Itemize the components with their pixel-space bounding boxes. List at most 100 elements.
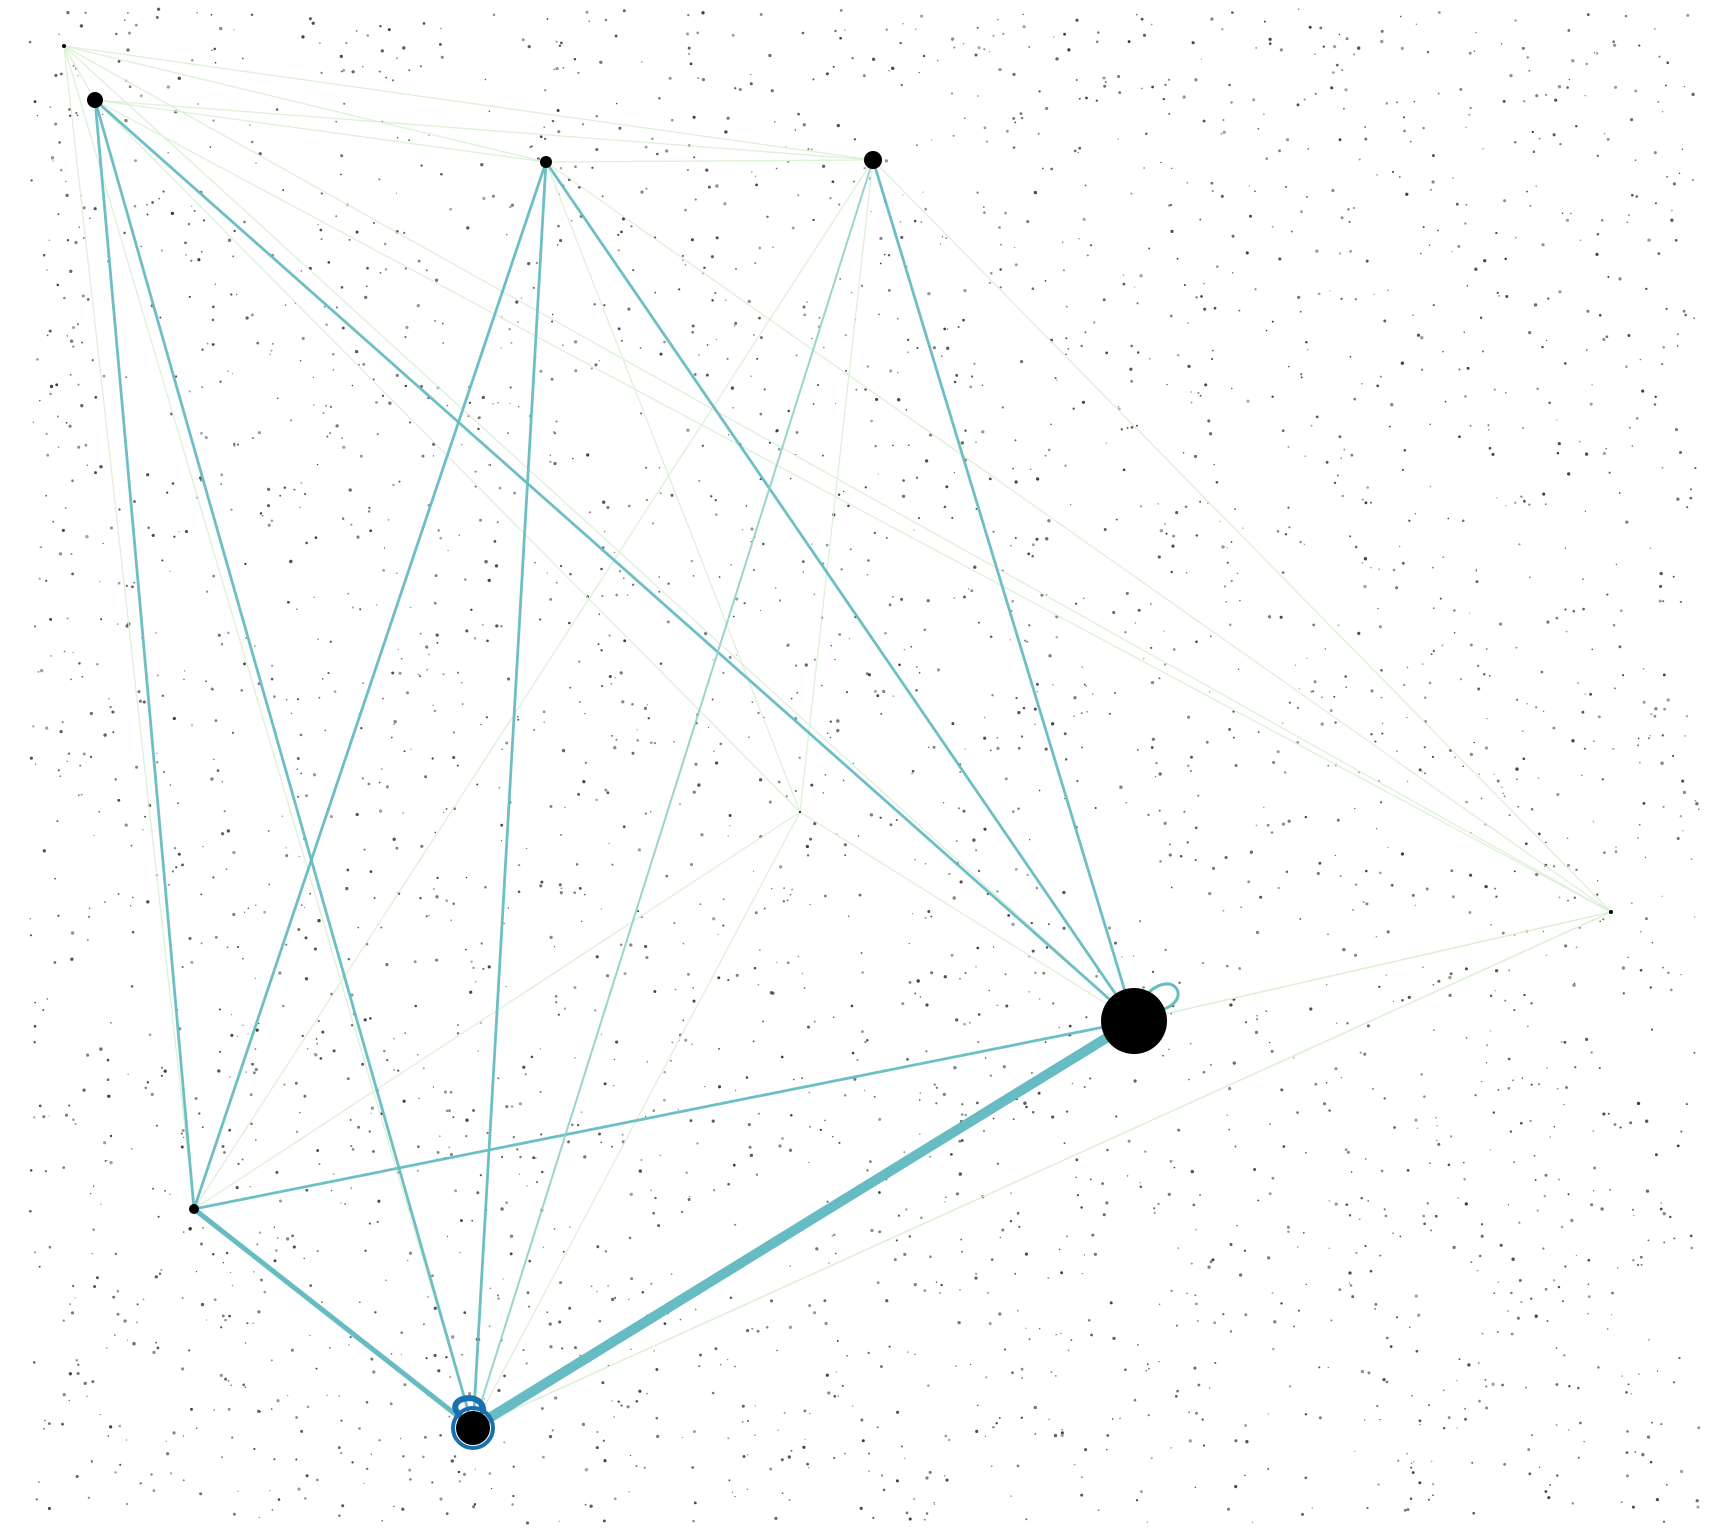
background-speck (404, 1032, 407, 1034)
background-speck (1546, 1319, 1549, 1323)
background-speck (1271, 320, 1274, 323)
background-speck (290, 712, 293, 715)
background-speck (205, 680, 207, 683)
background-speck (383, 242, 387, 246)
background-speck (1691, 92, 1695, 97)
background-speck (1313, 680, 1317, 684)
background-speck (1641, 1453, 1645, 1457)
background-speck (1118, 407, 1121, 410)
background-speck (974, 1276, 978, 1280)
background-speck (1535, 185, 1538, 188)
background-speck (1653, 28, 1656, 30)
background-speck (1129, 367, 1133, 371)
background-speck (1061, 1428, 1063, 1431)
background-speck (992, 1426, 995, 1429)
background-speck (1546, 620, 1550, 624)
background-speck (834, 402, 837, 405)
background-speck (1117, 405, 1120, 408)
background-speck (1256, 1015, 1258, 1017)
background-speck (541, 1170, 544, 1174)
background-speck (694, 198, 697, 201)
background-speck (232, 850, 236, 855)
background-speck (1675, 428, 1678, 432)
background-speck (1365, 869, 1368, 873)
background-speck (212, 758, 215, 761)
background-speck (448, 1109, 451, 1112)
background-speck (636, 739, 639, 742)
background-speck (602, 500, 606, 504)
background-speck (161, 694, 164, 697)
background-speck (1436, 1139, 1438, 1142)
background-speck (295, 1416, 298, 1419)
background-speck (260, 1278, 263, 1282)
background-speck (617, 233, 620, 236)
background-speck (1620, 1501, 1623, 1504)
background-speck (1272, 1347, 1275, 1351)
background-speck (1363, 557, 1368, 561)
background-speck (1065, 353, 1067, 356)
background-speck (1328, 1109, 1331, 1112)
background-speck (49, 384, 54, 389)
background-speck (1150, 680, 1155, 685)
background-speck (1398, 176, 1401, 178)
background-speck (1037, 132, 1040, 135)
background-speck (960, 1139, 964, 1142)
background-speck (488, 1325, 491, 1328)
background-speck (644, 812, 648, 815)
background-speck (402, 812, 404, 814)
background-speck (219, 1373, 223, 1378)
background-speck (939, 243, 942, 245)
background-speck (1334, 721, 1337, 724)
background-speck (559, 166, 563, 170)
background-speck (243, 911, 246, 913)
background-speck (435, 278, 439, 282)
background-speck (1529, 204, 1532, 207)
background-speck (267, 523, 271, 527)
background-speck (487, 965, 491, 969)
background-speck (106, 1058, 110, 1062)
background-speck (401, 1507, 405, 1511)
background-speck (271, 1509, 274, 1511)
background-speck (326, 1394, 328, 1396)
background-speck (1263, 20, 1266, 23)
background-speck (985, 140, 988, 143)
background-speck (125, 624, 129, 628)
background-speck (964, 971, 967, 975)
background-speck (405, 325, 409, 330)
background-speck (1461, 519, 1465, 523)
background-speck (58, 33, 60, 35)
background-speck (335, 306, 338, 309)
background-speck (857, 835, 860, 837)
background-speck (461, 682, 463, 684)
background-speck (1579, 1421, 1582, 1425)
background-speck (962, 318, 965, 322)
background-speck (328, 1346, 331, 1349)
background-speck (42, 253, 46, 257)
background-speck (356, 535, 360, 539)
background-speck (299, 733, 303, 737)
background-speck (224, 1377, 228, 1381)
background-speck (999, 1236, 1002, 1239)
background-speck (1244, 1474, 1246, 1477)
background-speck (372, 221, 375, 224)
background-speck (305, 1188, 309, 1192)
background-speck (665, 874, 669, 878)
background-speck (1622, 992, 1625, 995)
edge-n1-n4 (63, 45, 874, 161)
background-speck (1349, 356, 1352, 358)
background-speck (185, 254, 187, 256)
background-speck (308, 17, 313, 21)
background-speck (734, 321, 738, 325)
background-speck (74, 1122, 77, 1125)
background-speck (71, 572, 75, 576)
background-speck (169, 570, 171, 572)
background-speck (1166, 383, 1168, 386)
background-speck (126, 48, 130, 52)
background-speck (435, 895, 439, 899)
background-speck (1211, 1258, 1215, 1262)
background-speck (1555, 1347, 1558, 1349)
background-speck (1053, 1433, 1058, 1438)
background-speck (811, 148, 813, 151)
background-speck (996, 736, 999, 739)
background-speck (509, 205, 512, 209)
